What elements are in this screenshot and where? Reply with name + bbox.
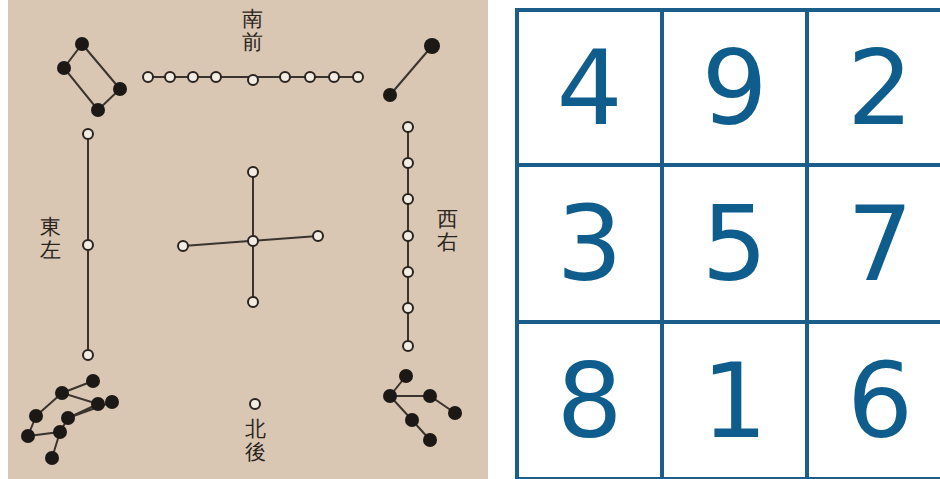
square-number: 9 [701, 36, 767, 140]
square-number: 6 [847, 349, 913, 453]
square-number: 3 [556, 192, 622, 296]
square-cell: 9 [660, 8, 809, 167]
square-cell: 6 [805, 320, 940, 479]
square-cell: 2 [805, 8, 940, 167]
square-number: 1 [701, 349, 767, 453]
paper-ground [8, 0, 488, 479]
connecting-lines [28, 44, 455, 458]
square-number: 8 [556, 349, 622, 453]
square-cell: 8 [515, 320, 664, 479]
square-cell: 5 [660, 163, 809, 324]
square-cell: 1 [660, 320, 809, 479]
black-dots [21, 37, 462, 465]
direction-label: 北後 [245, 418, 266, 464]
square-number: 2 [847, 36, 913, 140]
square-number: 4 [556, 36, 622, 140]
direction-label: 東左 [40, 216, 61, 262]
square-cell: 3 [515, 163, 664, 324]
direction-label: 西右 [437, 208, 458, 254]
square-number: 5 [701, 192, 767, 296]
square-cell: 4 [515, 8, 664, 167]
direction-label: 南前 [242, 8, 263, 54]
white-dots [83, 72, 413, 409]
square-cell: 7 [805, 163, 940, 324]
square-number: 7 [847, 192, 913, 296]
